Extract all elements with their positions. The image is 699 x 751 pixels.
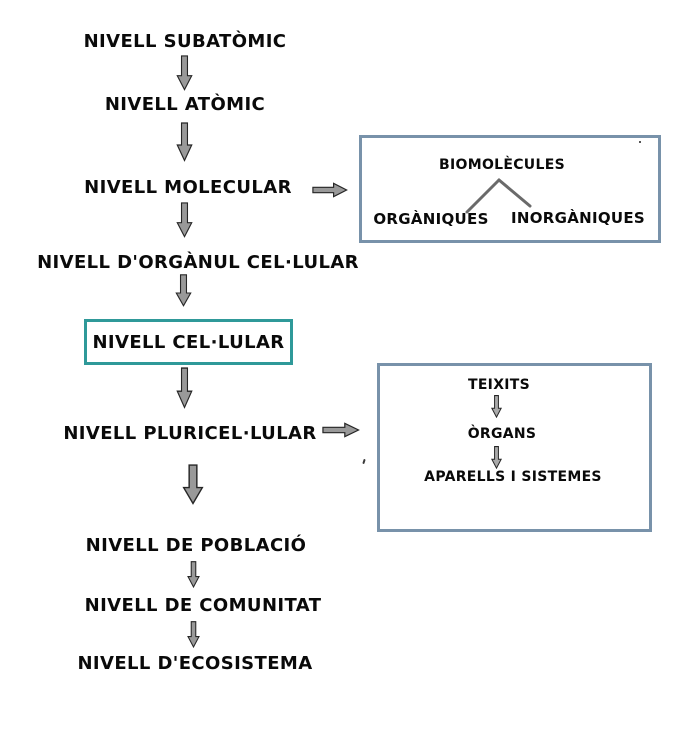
level-subatomic-label: NIVELL SUBATÒMIC xyxy=(83,31,287,52)
down-arrow-icon xyxy=(175,274,192,307)
biomolecules-inorganic-label: INORGÀNIQUES xyxy=(510,209,646,227)
down-arrow-icon xyxy=(187,561,200,588)
level-organelle-label: NIVELL D'ORGÀNUL CEL·LULAR xyxy=(37,252,359,273)
biomolecules-organic-label: ORGÀNIQUES xyxy=(373,210,489,228)
right-arrow-icon xyxy=(312,182,348,198)
systems-label: APARELLS I SISTEMES xyxy=(424,469,602,485)
down-arrow-icon xyxy=(491,446,502,469)
biomolecules-box: BIOMOLÈCULES ORGÀNIQUES INORGÀNIQUES xyxy=(359,135,661,243)
level-molecular-label: NIVELL MOLECULAR xyxy=(84,177,292,198)
level-community-label: NIVELL DE COMUNITAT xyxy=(84,595,322,616)
level-cellular-label: NIVELL CEL·LULAR xyxy=(92,331,285,353)
level-atomic-label: NIVELL ATÒMIC xyxy=(104,94,266,115)
stray-dot-artifact xyxy=(639,141,641,143)
branch-lines xyxy=(465,178,532,214)
right-arrow-icon xyxy=(322,422,360,438)
down-arrow-icon xyxy=(176,367,193,409)
down-arrow-icon xyxy=(182,464,204,505)
down-arrow-icon xyxy=(176,122,193,162)
organs-label: ÒRGANS xyxy=(467,426,537,442)
stray-mark-artifact xyxy=(362,458,366,465)
down-arrow-icon xyxy=(187,621,200,648)
down-arrow-icon xyxy=(491,395,502,418)
level-population-label: NIVELL DE POBLACIÓ xyxy=(85,535,307,556)
biomolecules-title: BIOMOLÈCULES xyxy=(439,157,565,173)
down-arrow-icon xyxy=(176,202,193,238)
level-ecosystem-label: NIVELL D'ECOSISTEMA xyxy=(77,653,313,674)
cellular-level-box: NIVELL CEL·LULAR xyxy=(84,319,293,365)
tissues-label: TEIXITS xyxy=(467,377,531,393)
tissues-box: TEIXITS ÒRGANS APARELLS I SISTEMES xyxy=(377,363,652,532)
level-pluricellular-label: NIVELL PLURICEL·LULAR xyxy=(63,423,317,444)
down-arrow-icon xyxy=(176,55,193,91)
